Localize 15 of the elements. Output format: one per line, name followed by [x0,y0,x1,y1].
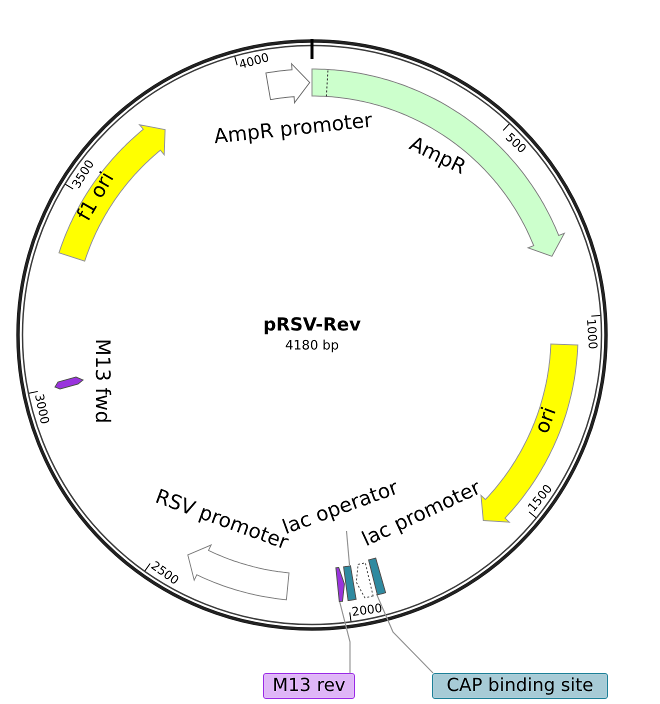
feature-label: ori [531,404,559,436]
scale-label: 4000 [238,51,271,71]
leader-line [338,600,351,673]
feature-callout: M13 rev [263,673,355,699]
size-label: 4180 bp [285,337,339,356]
scale-label: 1000 [584,318,599,350]
leader-line [376,594,434,674]
feature-label: AmpR promoter [212,110,374,146]
leader-line [346,530,350,566]
feature-label: M13 fwd [93,338,113,424]
scale-label: 500 [503,130,528,156]
scale-label: 3000 [32,392,51,425]
scale-label: 2000 [351,602,384,618]
plasmid-title: pRSV-Rev [263,314,361,338]
feature-callout: CAP binding site [432,673,608,699]
